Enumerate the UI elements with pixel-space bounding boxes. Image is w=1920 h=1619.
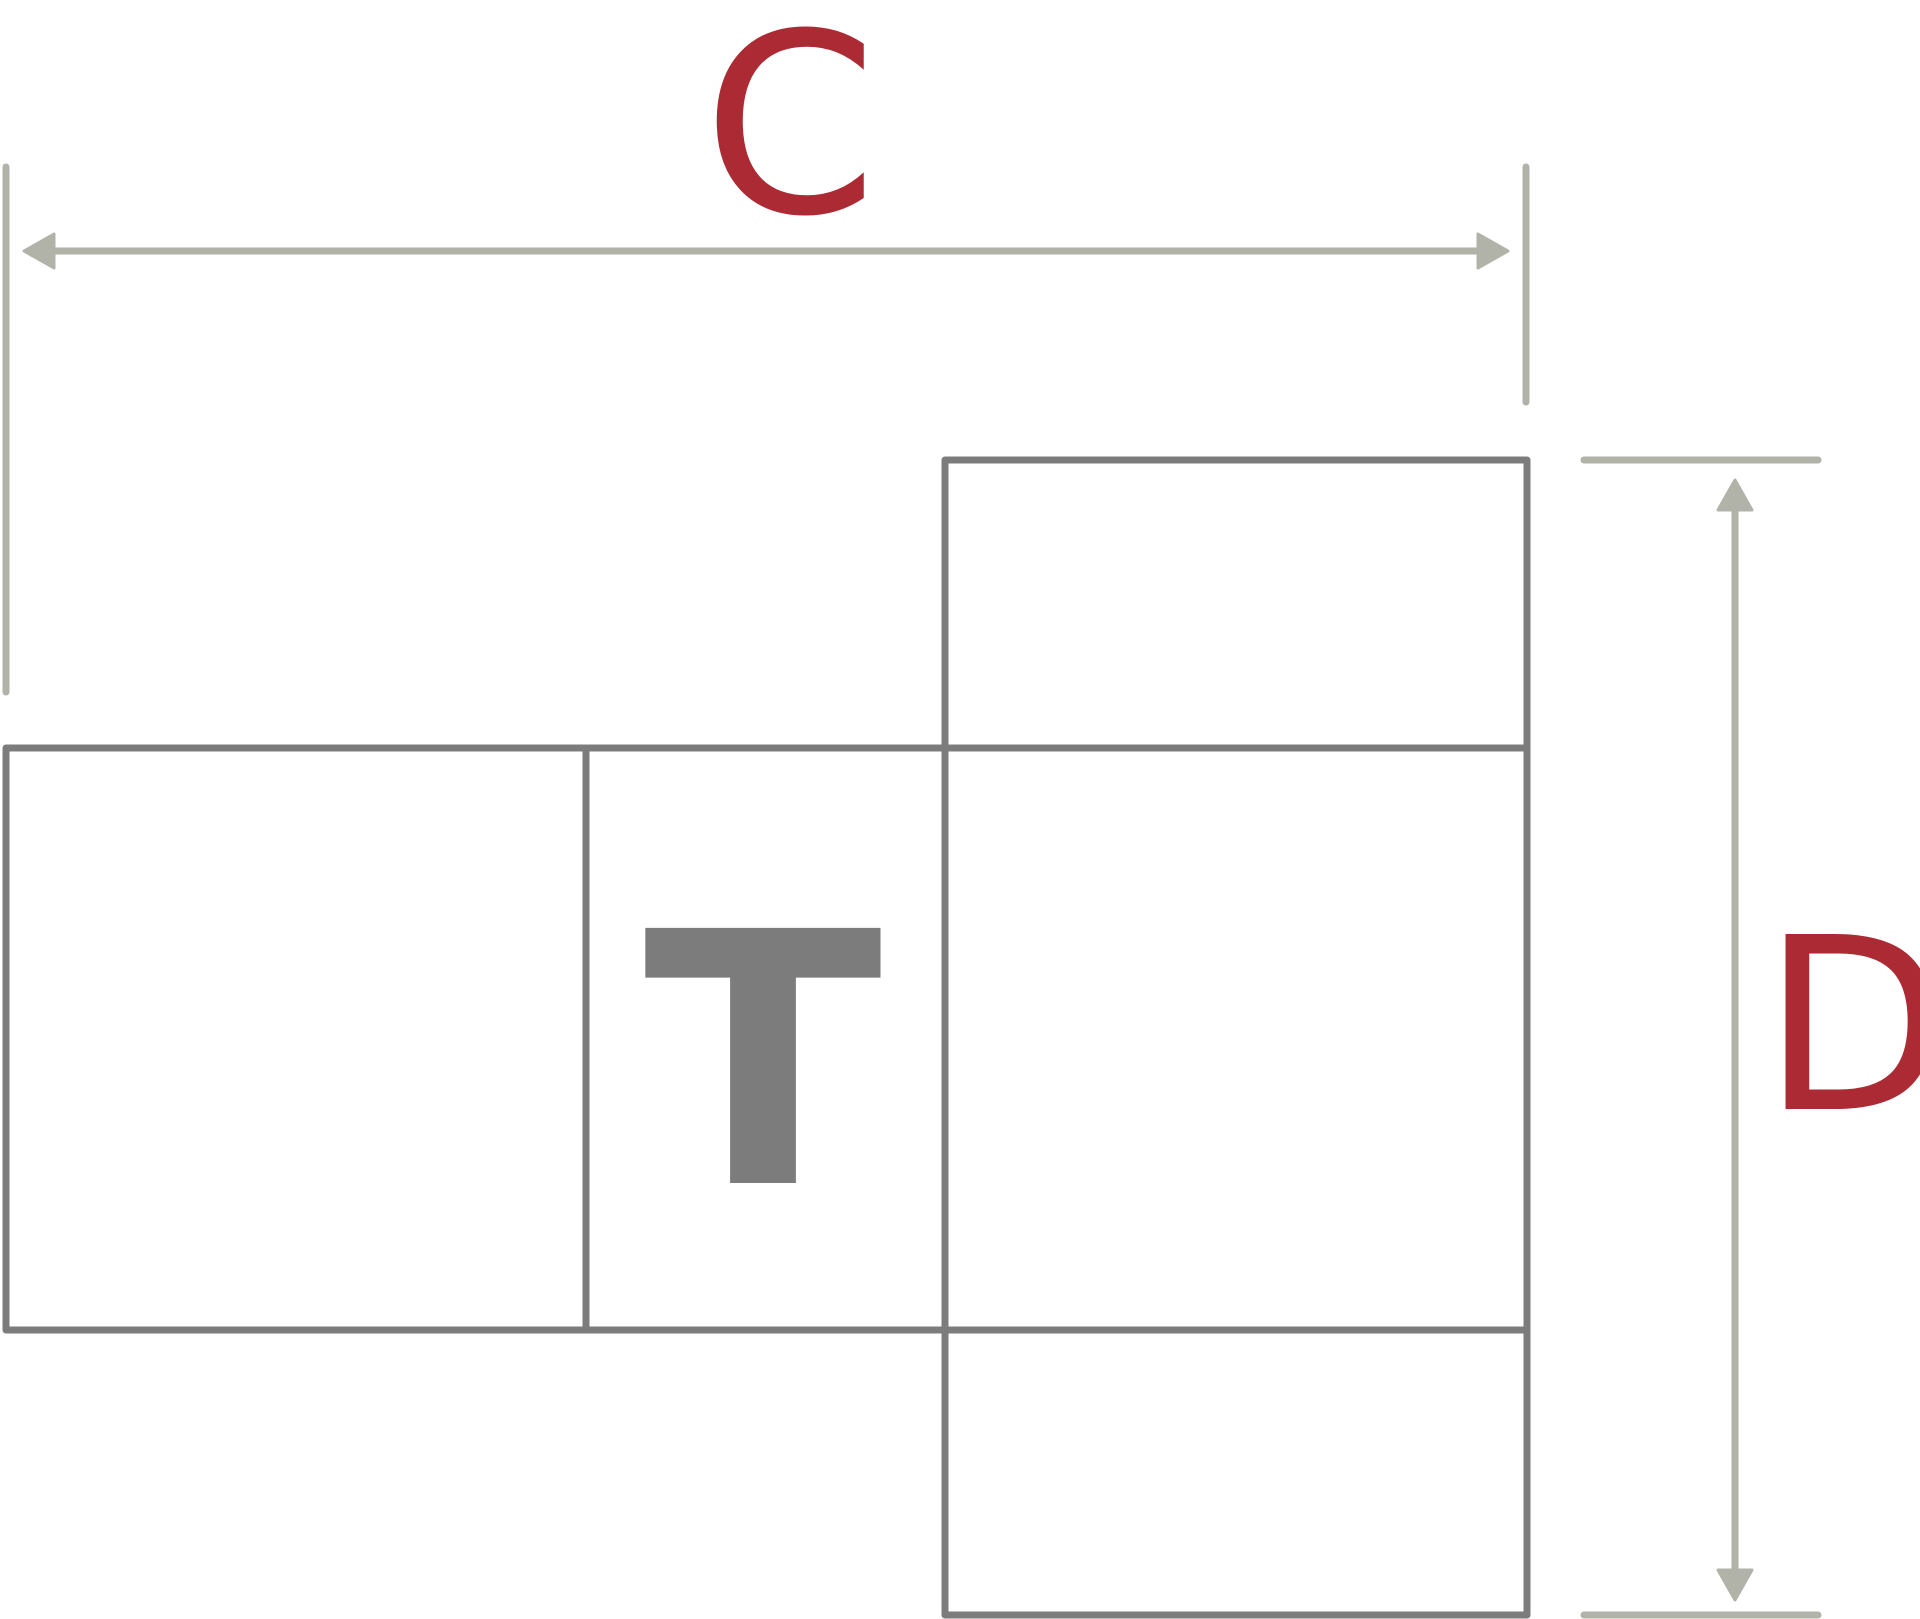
chaise-lower-section: [941, 1326, 1531, 1619]
width-dimension: [2, 163, 1530, 696]
chaise-upper-section: [941, 456, 1531, 752]
depth-top-arrowhead: [1716, 478, 1754, 512]
depth-label: D: [1762, 886, 1920, 1166]
corner-seat-section: [941, 744, 1531, 1334]
width-label: C: [703, 0, 878, 271]
left-seat-section: [2, 744, 590, 1334]
width-right-arrowhead: [1476, 232, 1510, 270]
depth-bottom-arrowhead: [1716, 1568, 1754, 1602]
sectional-outline: [2, 456, 1531, 1619]
shape-letter: T: [644, 858, 885, 1266]
width-left-arrowhead: [22, 232, 56, 270]
depth-dimension: [1580, 456, 1822, 1619]
